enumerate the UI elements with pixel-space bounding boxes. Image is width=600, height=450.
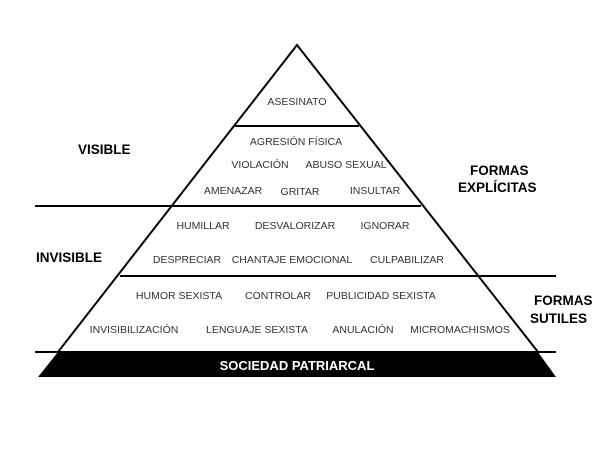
item-despreciar: DESPRECIAR xyxy=(153,254,222,266)
item-micromachismos: MICROMACHISMOS xyxy=(410,324,510,336)
item-desvalorizar: DESVALORIZAR xyxy=(255,220,336,232)
item-insultar: INSULTAR xyxy=(350,185,401,197)
label-explicit-1: FORMAS xyxy=(470,163,529,178)
item-amenazar: AMENAZAR xyxy=(204,185,263,197)
item-controlar: CONTROLAR xyxy=(245,290,311,302)
item-abuso-sexual: ABUSO SEXUAL xyxy=(305,159,386,171)
pyramid-outline xyxy=(55,43,541,353)
item-lenguaje-sexista: LENGUAJE SEXISTA xyxy=(206,324,308,336)
base-label: SOCIEDAD PATRIARCAL xyxy=(220,358,375,373)
item-publicidad-sexista: PUBLICIDAD SEXISTA xyxy=(326,290,436,302)
item-agresion-fisica: AGRESIÓN FÍSICA xyxy=(250,135,342,148)
item-asesinato: ASESINATO xyxy=(267,96,326,108)
base-bar xyxy=(38,352,556,377)
item-ignorar: IGNORAR xyxy=(360,220,409,232)
label-invisible: INVISIBLE xyxy=(36,250,102,265)
label-explicit-2: EXPLÍCITAS xyxy=(458,180,537,195)
item-gritar: GRITAR xyxy=(281,186,320,198)
item-invisibilizacion: INVISIBILIZACIÓN xyxy=(90,323,179,336)
label-visible: VISIBLE xyxy=(78,142,131,157)
label-subtle-2: SUTILES xyxy=(530,311,587,326)
item-humillar: HUMILLAR xyxy=(176,220,230,232)
item-humor-sexista: HUMOR SEXISTA xyxy=(136,290,222,302)
label-subtle-1: FORMAS xyxy=(534,293,593,308)
item-violacion: VIOLACIÓN xyxy=(231,158,288,171)
item-anulacion: ANULACIÓN xyxy=(332,323,393,336)
item-culpabilizar: CULPABILIZAR xyxy=(370,254,444,266)
item-chantaje-emocional: CHANTAJE EMOCIONAL xyxy=(232,254,353,266)
